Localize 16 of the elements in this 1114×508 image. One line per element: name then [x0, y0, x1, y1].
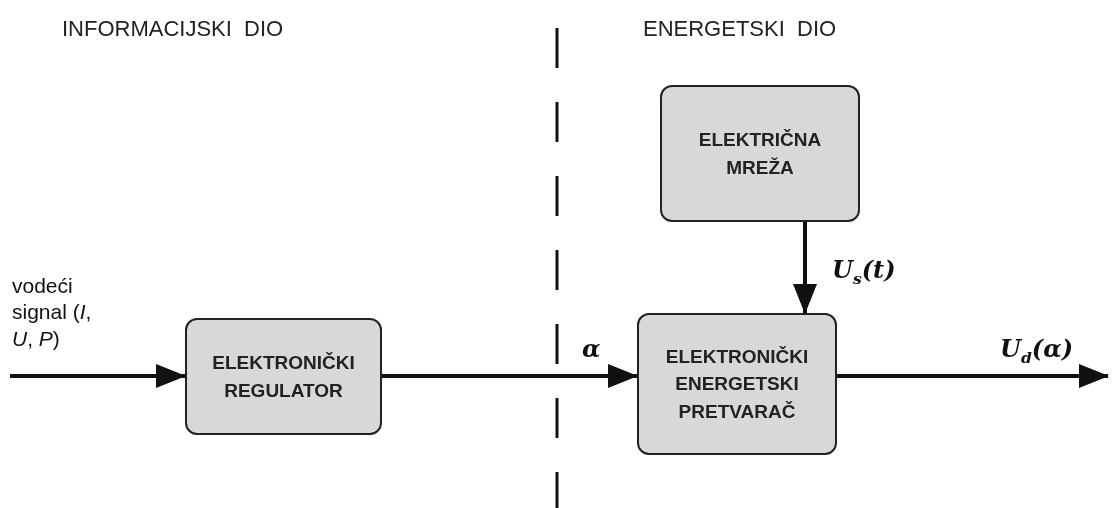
edge-label: vodeći signal (I, U, P): [12, 273, 93, 352]
edge-label: U$_{s}$(t): [832, 255, 896, 288]
section-heading: INFORMACIJSKI DIO: [62, 16, 284, 42]
edge-label: U$_{d}$(α): [1000, 334, 1074, 367]
process-box: [660, 85, 860, 222]
arrow: [10, 364, 186, 388]
box-label: ELEKTRONIČKI ENERGETSKI PRETVARAČ: [664, 344, 810, 424]
box-label: ELEKTRONIČKI REGULATOR: [211, 350, 356, 403]
arrow: [793, 222, 817, 314]
arrow: [837, 364, 1109, 388]
edge-label: α: [582, 334, 601, 363]
process-box: [637, 313, 837, 455]
arrow: [382, 364, 638, 388]
section-heading: ENERGETSKI DIO: [643, 16, 837, 42]
box-label: ELEKTRIČNA MREŽA: [697, 127, 823, 180]
process-box: [185, 318, 382, 435]
